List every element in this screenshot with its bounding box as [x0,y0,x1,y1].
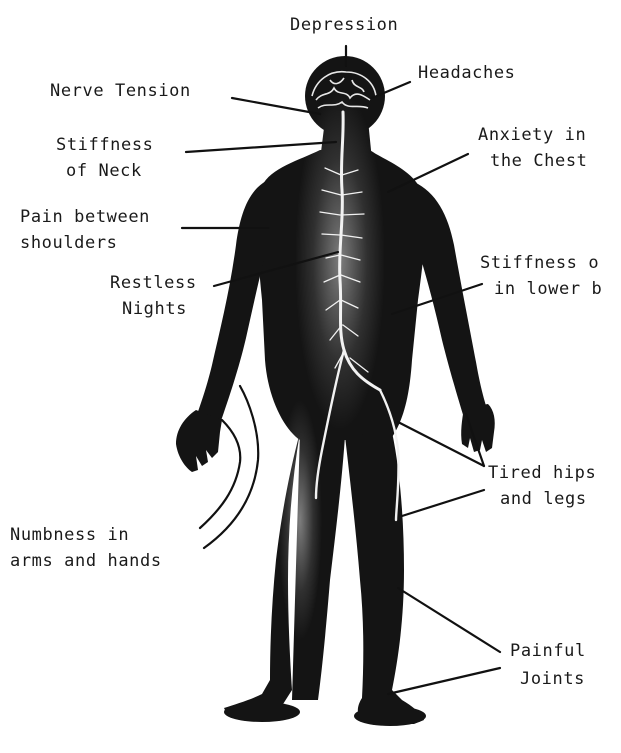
label-restless-line2: Nights [122,299,187,319]
leader-joints-2 [388,668,500,694]
label-stiffness-back-line1: Stiffness o [480,253,599,273]
label-tired-line1: Tired hips [488,463,596,483]
label-restless-line1: Restless [110,273,197,293]
label-anxiety-line2: the Chest [490,151,588,171]
right-arm [414,182,488,418]
label-stiffness-neck-line2: of Neck [66,161,142,181]
label-joints-line1: Painful [510,641,586,661]
left-foot [224,702,300,722]
label-pain-shoulders-line2: shoulders [20,233,118,253]
label-stiffness-neck-line1: Stiffness [56,135,154,155]
label-anxiety-line1: Anxiety in [478,125,586,145]
right-leg [345,432,424,724]
label-headaches: Headaches [418,63,516,83]
label-numbness-line1: Numbness in [10,525,129,545]
label-nerve-tension: Nerve Tension [50,81,191,101]
right-foot [354,706,426,726]
right-hand [461,404,495,452]
label-stiffness-back-line2: in lower b [494,279,602,299]
label-joints-line2: Joints [520,669,585,689]
label-depression: Depression [290,15,398,35]
label-tired-line2: and legs [500,489,587,509]
leader-joints-1 [398,588,500,652]
label-numbness-line2: arms and hands [10,551,162,571]
leg-glow [278,400,322,640]
left-arm [196,180,270,424]
leader-tired-3 [402,490,484,516]
left-hand [176,410,222,472]
label-pain-shoulders-line1: Pain between [20,207,150,227]
